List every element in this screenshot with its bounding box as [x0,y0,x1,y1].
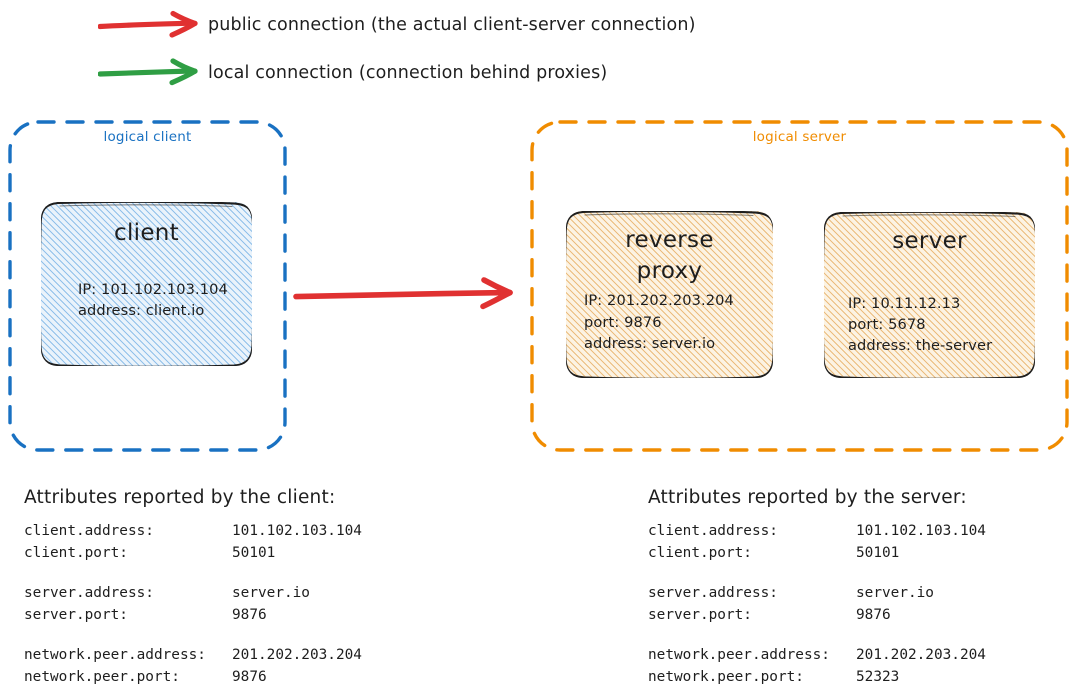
logical-client-group: logical client [8,120,287,452]
legend-label-public-connection: public connection (the actual client-ser… [208,15,696,35]
client-attributes-table: client.address: 101.102.103.104 client.p… [24,521,362,689]
table-row: network.peer.address: 201.202.203.204 [648,645,986,667]
client-attributes-panel: Attributes reported by the client: clien… [24,487,362,689]
table-row-spacer [24,564,362,583]
legend-item-local-connection: local connection (connection behind prox… [98,58,607,88]
attr-key: network.peer.port: [648,669,804,686]
table-row: server.address: server.io [24,583,362,605]
attr-value: 52323 [856,669,900,686]
table-row: server.port: 9876 [24,605,362,627]
arrow-right-icon [98,10,208,40]
table-row: network.peer.port: 52323 [648,667,986,689]
table-row: client.address: 101.102.103.104 [648,521,986,543]
table-row: server.address: server.io [648,583,986,605]
arrow-right-icon [98,58,208,88]
attr-value: 50101 [856,544,900,561]
server-attributes-panel: Attributes reported by the server: clien… [648,487,986,689]
table-row-spacer [24,626,362,645]
attr-key: client.address: [648,523,778,539]
attr-key: network.peer.address: [648,647,830,664]
attr-value: 201.202.203.204 [232,647,362,664]
attr-key: client.address: [24,523,154,539]
logical-server-group: logical server [530,120,1069,452]
public-connection-arrow [292,272,524,318]
attr-value: server.io [232,585,310,602]
logical-client-label: logical client [103,129,192,145]
table-row: client.address: 101.102.103.104 [24,521,362,543]
table-row-spacer [648,626,986,645]
attr-key: client.port: [24,544,128,561]
server-attributes-heading: Attributes reported by the server: [648,487,967,508]
attr-key: server.address: [24,585,154,602]
table-row: server.port: 9876 [648,605,986,627]
table-row: network.peer.port: 9876 [24,667,362,689]
attr-value: 101.102.103.104 [232,523,362,539]
client-attributes-heading: Attributes reported by the client: [24,487,336,508]
table-row: client.port: 50101 [24,543,362,565]
attr-value: 201.202.203.204 [856,647,986,664]
table-row-spacer [648,564,986,583]
attr-key: server.port: [24,606,128,623]
attr-key: client.port: [648,544,752,561]
table-row: network.peer.address: 201.202.203.204 [24,645,362,667]
attr-value: 9876 [856,606,891,623]
attr-value: 50101 [232,544,276,561]
attr-key: network.peer.port: [24,669,180,686]
logical-server-label: logical server [752,129,847,145]
arrow-right-icon [293,277,513,310]
server-node-title: server [892,228,967,254]
attr-value: 9876 [232,606,267,623]
client-node-title: client [114,220,179,246]
logical-server-dashed-border [530,120,1069,452]
attr-key: server.port: [648,606,752,623]
attr-value: 101.102.103.104 [856,523,986,539]
server-attributes-table: client.address: 101.102.103.104 client.p… [648,521,986,689]
attr-value: 9876 [232,669,267,686]
attr-value: server.io [856,585,934,602]
attr-key: server.address: [648,585,778,602]
attr-key: network.peer.address: [24,647,206,664]
legend-item-public-connection: public connection (the actual client-ser… [98,10,696,40]
table-row: client.port: 50101 [648,543,986,565]
legend-label-local-connection: local connection (connection behind prox… [208,63,608,83]
